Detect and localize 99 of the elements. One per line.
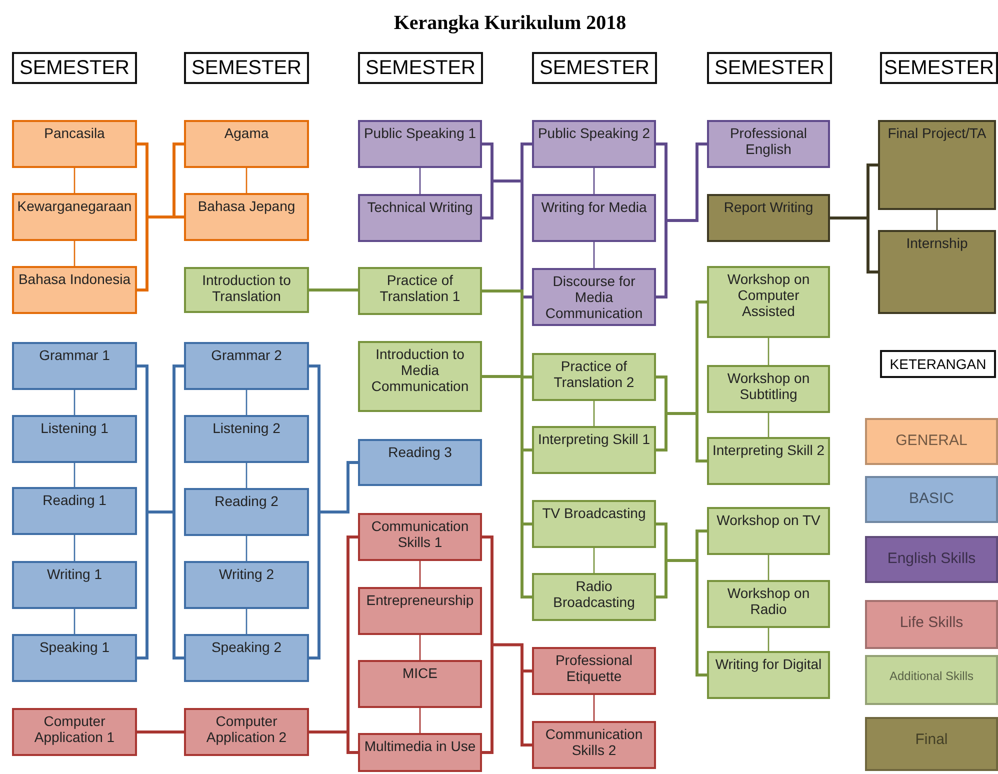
course-box: Writing for Media — [532, 194, 656, 242]
course-box: Kewarganegaraan — [12, 193, 137, 241]
connector-line — [593, 168, 595, 194]
course-box: Reading 2 — [184, 488, 309, 536]
connector-line — [419, 168, 421, 194]
course-box: Report Writing — [707, 194, 830, 242]
connector-line — [768, 413, 770, 437]
course-box: Entrepreneurship — [358, 587, 482, 635]
course-box: Workshop on Computer Assisted — [707, 266, 830, 338]
legend-item: BASIC — [865, 476, 998, 523]
bracket-connector — [309, 288, 358, 292]
connector-line — [246, 463, 248, 488]
course-box: Radio Broadcasting — [532, 573, 656, 621]
course-box: Listening 2 — [184, 415, 309, 463]
connector-line — [246, 609, 248, 634]
legend-item: Additional Skills — [865, 655, 998, 705]
course-box: Bahasa Indonesia — [12, 266, 137, 314]
connector-line — [74, 609, 76, 634]
course-box: Workshop on Radio — [707, 580, 830, 628]
course-box: MICE — [358, 660, 482, 708]
course-box: Public Speaking 2 — [532, 120, 656, 168]
bracket-connector — [308, 364, 360, 660]
connector-line — [246, 390, 248, 415]
connector-line — [419, 561, 421, 587]
bracket-connector — [136, 364, 186, 660]
course-box: Public Speaking 1 — [358, 120, 482, 168]
legend-heading: KETERANGAN — [880, 350, 996, 378]
course-box: Grammar 1 — [12, 342, 137, 390]
diagram-title: Kerangka Kurikulum 2018 — [392, 11, 628, 36]
legend-item: Final — [865, 717, 998, 771]
bracket-connector — [480, 536, 534, 754]
connector-line — [936, 210, 938, 230]
course-box: Reading 3 — [358, 439, 482, 486]
course-box: Professional English — [707, 120, 830, 168]
course-box: Internship — [878, 230, 996, 314]
course-box: Bahasa Jepang — [184, 193, 309, 241]
course-box: Workshop on TV — [707, 507, 830, 555]
course-box: Computer Application 2 — [184, 708, 309, 756]
course-box: Communication Skills 2 — [532, 721, 656, 769]
connector-line — [74, 168, 76, 193]
course-box: Computer Application 1 — [12, 708, 137, 756]
connector-line — [246, 536, 248, 561]
course-box: Introduction to Translation — [184, 267, 309, 313]
course-box: Workshop on Subtitling — [707, 365, 830, 413]
connector-line — [74, 390, 76, 415]
bracket-connector — [136, 142, 186, 292]
course-box: Writing 1 — [12, 561, 137, 609]
course-box: Practice of Translation 1 — [358, 267, 482, 315]
course-box: Pancasila — [12, 120, 137, 168]
connector-line — [768, 555, 770, 580]
course-box: Listening 1 — [12, 415, 137, 463]
semester-header: SEMESTER — [12, 52, 137, 84]
course-box: Interpreting Skill 1 — [532, 426, 656, 474]
connector-line — [74, 535, 76, 561]
course-box: Introduction to Media Communication — [358, 341, 482, 412]
connector-line — [419, 635, 421, 660]
course-box: Technical Writing — [358, 194, 482, 242]
semester-header: SEMESTER — [532, 52, 657, 84]
bracket-connector — [480, 375, 534, 598]
bracket-connector — [828, 164, 880, 274]
connector-line — [593, 242, 595, 268]
legend-item: GENERAL — [865, 418, 998, 465]
course-box: Interpreting Skill 2 — [707, 437, 830, 485]
legend-item: English Skills — [865, 536, 998, 583]
connector-line — [593, 695, 595, 721]
course-box: Grammar 2 — [184, 342, 309, 390]
bracket-connector — [654, 142, 708, 298]
course-box: Communication Skills 1 — [358, 513, 482, 561]
course-box: Speaking 2 — [184, 634, 309, 682]
connector-line — [593, 401, 595, 426]
bracket-connector — [480, 142, 534, 298]
connector-line — [74, 241, 76, 266]
bracket-connector — [480, 290, 534, 452]
connector-line — [246, 168, 248, 193]
connector-line — [768, 628, 770, 651]
course-box: TV Broadcasting — [532, 500, 656, 548]
connector-line — [74, 463, 76, 487]
connector-line — [593, 548, 595, 573]
course-box: Discourse for Media Communication — [532, 268, 656, 326]
connector-line — [768, 338, 770, 365]
course-box: Writing 2 — [184, 561, 309, 609]
semester-header: SEMESTER — [880, 52, 998, 84]
semester-header: SEMESTER — [358, 52, 483, 84]
course-box: Practice of Translation 2 — [532, 353, 656, 401]
connector-line — [419, 708, 421, 733]
course-box: Reading 1 — [12, 487, 137, 535]
course-box: Multimedia in Use — [358, 733, 482, 772]
bracket-connector — [137, 730, 184, 734]
semester-header: SEMESTER — [184, 52, 309, 84]
bracket-connector — [654, 300, 708, 462]
bracket-connector — [308, 536, 360, 754]
course-box: Writing for Digital — [707, 651, 830, 699]
course-box: Speaking 1 — [12, 634, 137, 682]
course-box: Final Project/TA — [878, 120, 996, 210]
legend-item: Life Skills — [865, 600, 998, 649]
bracket-connector — [654, 522, 708, 676]
course-box: Agama — [184, 120, 309, 168]
course-box: Professional Etiquette — [532, 647, 656, 695]
semester-header: SEMESTER — [707, 52, 832, 84]
